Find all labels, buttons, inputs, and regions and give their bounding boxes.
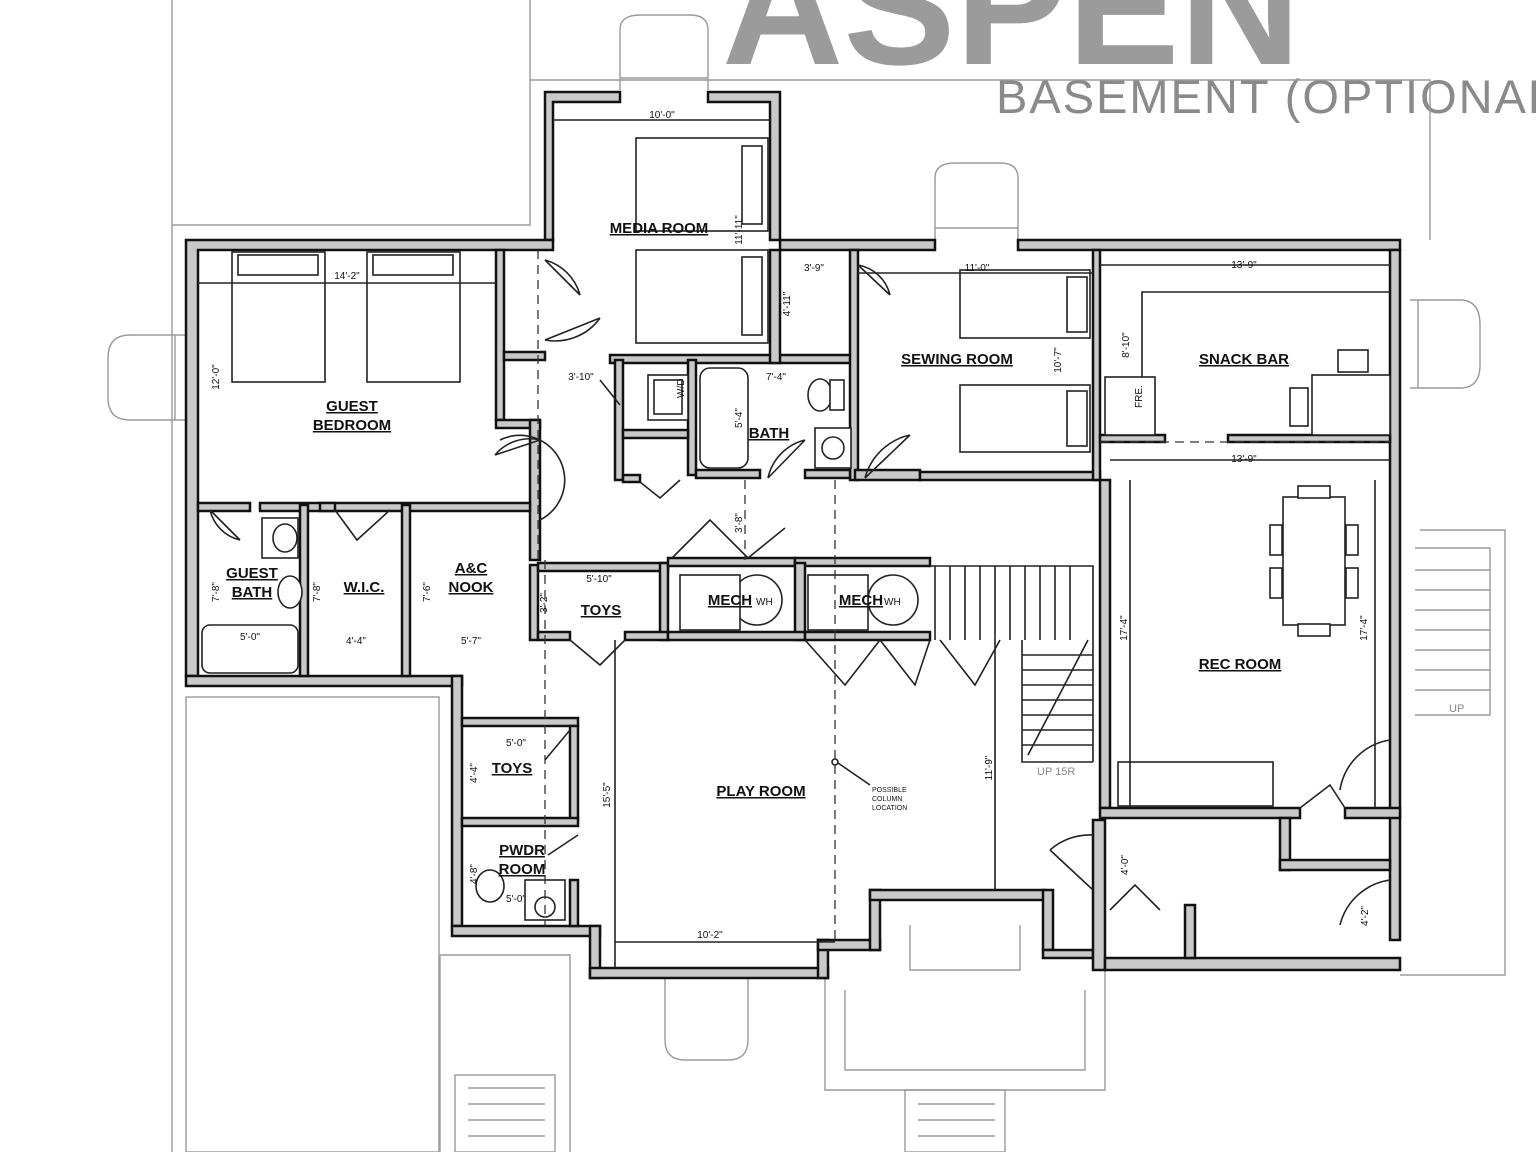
plan-subtitle: BASEMENT (OPTIONAL): [996, 70, 1536, 123]
room-label-guest-bath-2: BATH: [232, 584, 273, 601]
brand-title: ASPEN: [722, 0, 1301, 100]
exterior-stair-up-label: UP: [1449, 703, 1464, 715]
dim-sewing-width: 11'-0": [965, 263, 990, 274]
dining-table: [1269, 485, 1359, 637]
dim-media-depth: 11'-11": [734, 215, 745, 245]
room-label-wic: W.I.C.: [344, 579, 385, 596]
dim-rec-depth-left: 17'-4": [1119, 615, 1130, 641]
dim-rec-width: 13'-9": [1231, 454, 1257, 465]
column-note-3: LOCATION: [872, 805, 907, 812]
room-label-media-room: MEDIA ROOM: [610, 220, 709, 237]
dim-closet-width: 3'-9": [804, 263, 824, 274]
room-label-ac-nook-2: NOOK: [449, 579, 494, 596]
site-outline: [171, 0, 1506, 1152]
dim-nook-width: 5'-7": [461, 636, 481, 647]
washer-dryer-label: W/D: [676, 379, 687, 398]
beds: [231, 137, 1091, 453]
column-note-2: COLUMN: [872, 796, 902, 803]
room-label-guest-bath-1: GUEST: [226, 565, 278, 582]
dim-storage-depth: 4'-0": [1120, 855, 1131, 875]
window-wells: [454, 1074, 1006, 1152]
dim-exit-width: 4'-2": [1360, 906, 1371, 926]
room-label-guest-bedroom-1: GUEST: [326, 398, 378, 415]
room-label-rec-room: REC ROOM: [1199, 656, 1282, 673]
dim-hall-width: 3'-8": [734, 513, 745, 533]
dim-guest-bath-width: 5'-0": [240, 632, 260, 643]
dim-pwdr-depth: 4'-8": [469, 864, 480, 884]
dim-guest-width: 14'-2": [334, 271, 360, 282]
dim-snack-width: 13'-9": [1231, 260, 1257, 271]
room-label-pwdr-1: PWDR: [499, 842, 545, 859]
room-labels: MEDIA ROOM SEWING ROOM SNACK BAR GUEST B…: [226, 220, 1289, 878]
room-label-mech-2: MECH: [839, 592, 883, 609]
dim-snack-depth: 8'-10": [1121, 332, 1132, 358]
room-label-guest-bedroom-2: BEDROOM: [313, 417, 391, 434]
dim-pwdr-width: 5'-0": [506, 894, 526, 905]
room-label-snack-bar: SNACK BAR: [1199, 351, 1289, 368]
exterior-walls: [184, 90, 1402, 980]
dim-sewing-depth: 10'-7": [1053, 347, 1064, 373]
fridge-label: FRE.: [1134, 385, 1145, 408]
dim-play-width: 10'-2": [697, 930, 723, 941]
dim-guest-depth: 12'-0": [211, 364, 222, 390]
dim-closet-depth: 4'-11": [782, 291, 793, 316]
snack-bar-counters: [1104, 291, 1391, 436]
room-label-pwdr-2: ROOM: [499, 861, 546, 878]
dim-play-depth: 15'-5": [602, 782, 613, 808]
dim-wic-depth: 7'-8": [312, 582, 323, 602]
dim-guest-bath-depth: 7'-8": [211, 582, 222, 602]
exterior-stoops: [107, 14, 1481, 1061]
dim-bath-depth: 5'-4": [734, 408, 745, 428]
fixtures: [201, 367, 919, 921]
door-swings: [209, 259, 1391, 926]
room-label-sewing-room: SEWING ROOM: [901, 351, 1013, 368]
reference-lines: [198, 119, 1390, 968]
dim-wic-width: 4'-4": [346, 636, 366, 647]
dim-stair-run: 11'-9": [984, 755, 995, 780]
dim-toys-depth: 3'-2": [539, 593, 550, 613]
dim-toys2-width: 5'-0": [506, 738, 526, 749]
dim-media-width: 10'-0": [649, 110, 675, 121]
stairs: [930, 547, 1491, 807]
water-heater-label-1: WH: [756, 597, 773, 608]
water-heater-label-2: WH: [884, 597, 901, 608]
dim-toys2-depth: 4'-4": [469, 763, 480, 783]
dimension-labels: 10'-0" 11'-11" 14'-2" 12'-0" 3'-9" 4'-11…: [211, 110, 1371, 941]
interior-walls: [196, 248, 1402, 960]
dim-bath-width: 7'-4": [766, 372, 786, 383]
room-label-play-room: PLAY ROOM: [716, 783, 805, 800]
dim-laundry-width: 3'-10": [568, 372, 594, 383]
room-label-toys-upper: TOYS: [581, 602, 622, 619]
dim-rec-depth-right: 17'-4": [1359, 615, 1370, 641]
room-label-mech-1: MECH: [708, 592, 752, 609]
room-label-toys-lower: TOYS: [492, 760, 533, 777]
room-label-bath: BATH: [749, 425, 790, 442]
dim-toys-width: 5'-10": [586, 574, 612, 585]
dim-nook-depth: 7'-6": [422, 582, 433, 602]
room-label-ac-nook-1: A&C: [455, 560, 488, 577]
column-note-1: POSSIBLE: [872, 787, 907, 794]
stair-up-label: UP 15R: [1037, 766, 1075, 778]
misc-labels: W/D FRE. UP UP 15R POSSIBLE COLUMN LOCAT…: [676, 379, 1464, 812]
